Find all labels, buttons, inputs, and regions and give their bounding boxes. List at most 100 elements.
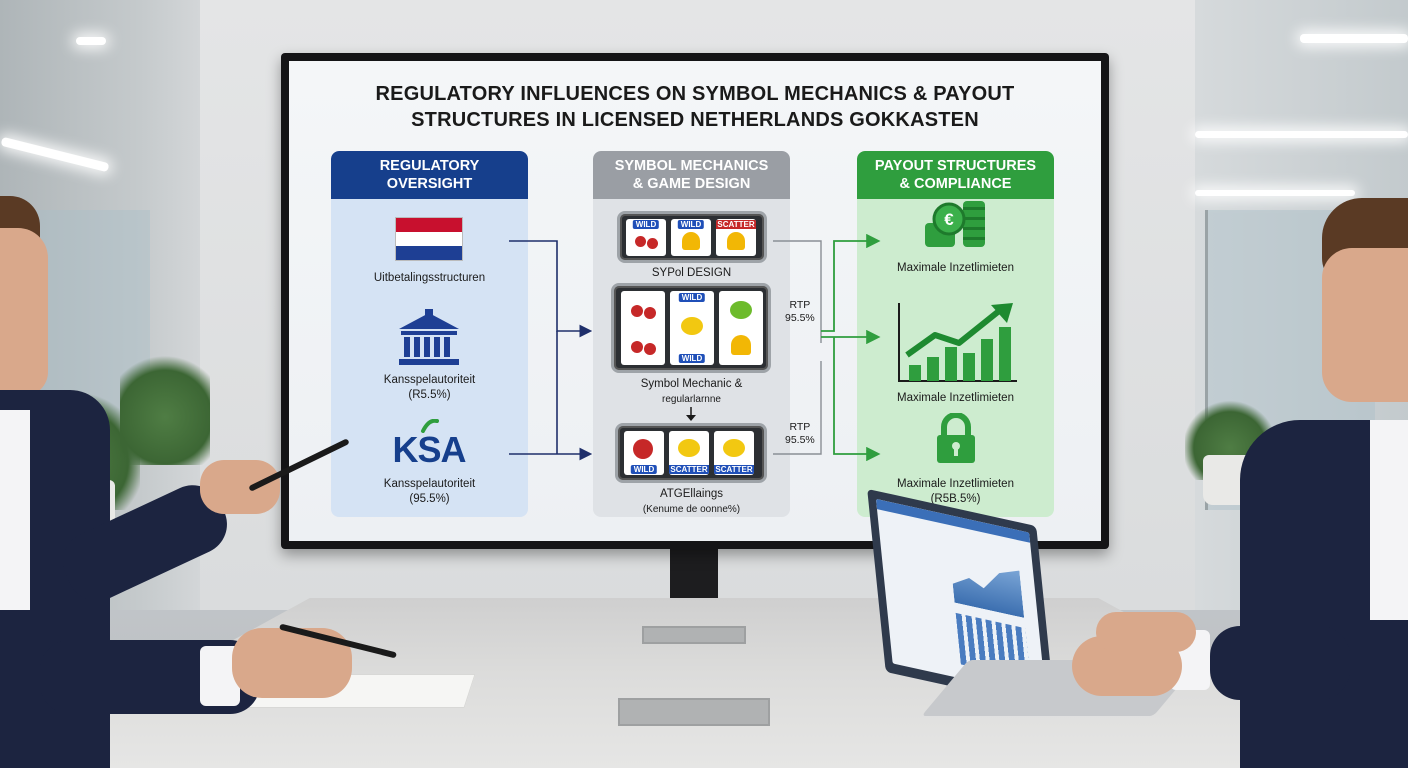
label-text: (R5B.5%) <box>930 493 981 505</box>
regulatory-item-1-label: Uitbetalingsstructuren <box>331 271 528 286</box>
payout-item-1-label: Maximale Inzetlimieten <box>857 261 1054 276</box>
reel-3-label: ATGEllaings (Kenume de oonne%) <box>593 487 790 517</box>
payout-item-2-label: Maximale Inzetlimieten <box>857 391 1054 406</box>
heading-line: OVERSIGHT <box>386 176 473 192</box>
label-text: Kansspelautoriteit <box>383 374 476 386</box>
shirt <box>0 410 30 610</box>
regulatory-item-2-label: Kansspelautoriteit (R5.5%) <box>331 373 528 403</box>
slide-title: REGULATORY INFLUENCES ON SYMBOL MECHANIC… <box>289 81 1101 133</box>
rtp-label-upper: RTP 95.5% <box>785 299 815 325</box>
presentation-slide: REGULATORY INFLUENCES ON SYMBOL MECHANIC… <box>289 61 1101 541</box>
reel-cell: WILD <box>671 219 711 256</box>
regulatory-oversight-column: REGULATORY OVERSIGHT Uitbetalingsstructu… <box>331 151 528 517</box>
payout-heading: PAYOUT STRUCTURES & COMPLIANCE <box>857 151 1054 199</box>
label-text: Maximale Inzetlimieten <box>897 392 1014 404</box>
growth-chart-icon <box>898 303 1017 382</box>
wild-tag: WILD <box>630 465 658 474</box>
tv-stand <box>670 545 718 600</box>
label-text: ATGEllaings <box>659 488 724 500</box>
label-text: Maximale Inzetlimieten <box>897 478 1014 490</box>
scatter-tag: SCATTER <box>714 465 754 474</box>
heading-line: PAYOUT STRUCTURES <box>874 158 1037 174</box>
label-text: Maximale Inzetlimieten <box>897 262 1014 274</box>
reel-1-label: SYPol DESIGN <box>593 266 790 281</box>
payout-structures-column: PAYOUT STRUCTURES & COMPLIANCE € Maximal… <box>857 151 1054 517</box>
rtp-text: 95.5% <box>785 312 815 324</box>
symbol-heading: SYMBOL MECHANICS & GAME DESIGN <box>593 151 790 199</box>
heading-line: REGULATORY <box>379 158 480 174</box>
typing-hand <box>1096 612 1196 652</box>
lime-icon <box>730 301 752 319</box>
payout-item-3-label: Maximale Inzetlimieten (R5B.5%) <box>857 477 1054 507</box>
slot-reel-icon: WILD WILD SCATTER <box>617 211 767 263</box>
ceiling-light <box>1300 34 1408 43</box>
slide-title-line-2: STRUCTURES IN LICENSED NETHERLANDS GOKKA… <box>411 109 979 131</box>
cherry-icon <box>644 343 656 355</box>
cherry-icon <box>644 307 656 319</box>
regulatory-heading: REGULATORY OVERSIGHT <box>331 151 528 199</box>
heading-line: & COMPLIANCE <box>899 176 1012 192</box>
ksa-logo: KSA <box>389 419 469 471</box>
symbol-mechanics-column: SYMBOL MECHANICS & GAME DESIGN WILD WILD… <box>593 151 790 517</box>
label-text: Uitbetalingsstructuren <box>373 272 486 284</box>
reel-cell: SCATTER <box>716 219 756 256</box>
rtp-text: RTP <box>789 299 811 311</box>
reel-cell: WILD <box>626 219 666 256</box>
ceiling-light <box>1195 131 1408 138</box>
heading-line: & GAME DESIGN <box>632 176 751 192</box>
cherry-icon <box>631 305 643 317</box>
bell-icon <box>682 232 700 250</box>
ksa-logo-text: KSA <box>392 429 466 470</box>
regulatory-item-3-label: Kansspelautoriteit (95.5%) <box>331 477 528 507</box>
label-text: Symbol Mechanic & <box>640 378 743 390</box>
ksa-swoosh-icon <box>421 419 439 433</box>
ceiling-light <box>76 37 106 45</box>
label-text: SYPol DESIGN <box>651 267 732 279</box>
presenter-person <box>0 0 400 768</box>
label-text: (95.5%) <box>409 493 450 505</box>
wild-tag: WILD <box>678 293 706 302</box>
wild-tag: WILD <box>677 220 705 229</box>
lemon-icon <box>723 439 745 457</box>
dashboard-chart <box>950 555 1024 618</box>
face <box>0 228 48 396</box>
face <box>1322 248 1408 402</box>
label-text: regularlarnne <box>662 394 721 405</box>
lemon-icon <box>678 439 700 457</box>
slot-reel-icon: WILD SCATTER SCATTER <box>615 423 767 483</box>
label-text: (R5.5%) <box>408 389 451 401</box>
rtp-label-lower: RTP 95.5% <box>785 421 815 447</box>
scatter-tag: SCATTER <box>669 465 709 474</box>
ceiling-light <box>1195 190 1355 196</box>
reel-cell <box>719 291 763 365</box>
table-power-port <box>618 698 770 726</box>
reel-cell: SCATTER <box>669 431 709 475</box>
shirt <box>1370 420 1408 620</box>
cherry-icon <box>647 238 658 249</box>
heading-line: SYMBOL MECHANICS <box>614 158 769 174</box>
reel-cell: WILD <box>624 431 664 475</box>
plant <box>120 345 210 465</box>
cherry-icon <box>631 341 643 353</box>
government-building-icon <box>399 309 459 365</box>
cherry-icon <box>633 439 653 459</box>
wild-tag: WILD <box>678 354 706 363</box>
label-text: Kansspelautoriteit <box>383 478 476 490</box>
svg-text:€: € <box>944 210 954 229</box>
rtp-text: RTP <box>789 421 811 433</box>
raised-hand <box>200 460 280 514</box>
reel-cell: WILD WILD <box>670 291 714 365</box>
slot-reel-icon: WILD WILD <box>611 283 771 373</box>
reel-2-label: Symbol Mechanic & regularlarnne <box>593 377 790 407</box>
reel-cell: SCATTER <box>714 431 754 475</box>
wild-tag: WILD <box>632 220 660 229</box>
netherlands-flag-icon <box>395 217 463 261</box>
slide-title-line-1: REGULATORY INFLUENCES ON SYMBOL MECHANIC… <box>375 83 1015 105</box>
label-text: (Kenume de oonne%) <box>642 504 741 515</box>
arm <box>1210 626 1350 700</box>
euro-coins-icon: € <box>925 201 985 247</box>
scatter-tag: SCATTER <box>716 220 756 229</box>
table-power-port <box>642 626 746 644</box>
listener-person <box>1060 0 1408 768</box>
bell-icon <box>731 335 751 355</box>
